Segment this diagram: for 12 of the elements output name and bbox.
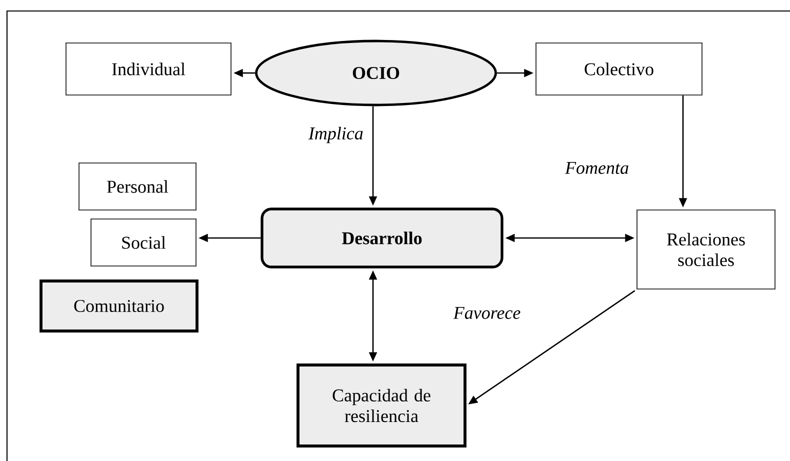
category-box: Individual xyxy=(65,42,232,96)
outcome-box: Capacidad de resiliencia xyxy=(296,364,466,448)
process-box: Desarrollo xyxy=(260,208,504,268)
edge-label: Fomenta xyxy=(564,162,628,174)
highlighted-box: Comunitario xyxy=(40,280,198,332)
edge-label: Favorece xyxy=(453,307,520,319)
concept-box: Relaciones sociales xyxy=(636,209,776,290)
category-box: Personal xyxy=(78,162,197,211)
ellipse-node: OCIO xyxy=(255,40,497,106)
edge-label: Implica xyxy=(308,126,363,144)
category-box: Colectivo xyxy=(535,42,703,96)
category-box: Social xyxy=(90,218,197,267)
